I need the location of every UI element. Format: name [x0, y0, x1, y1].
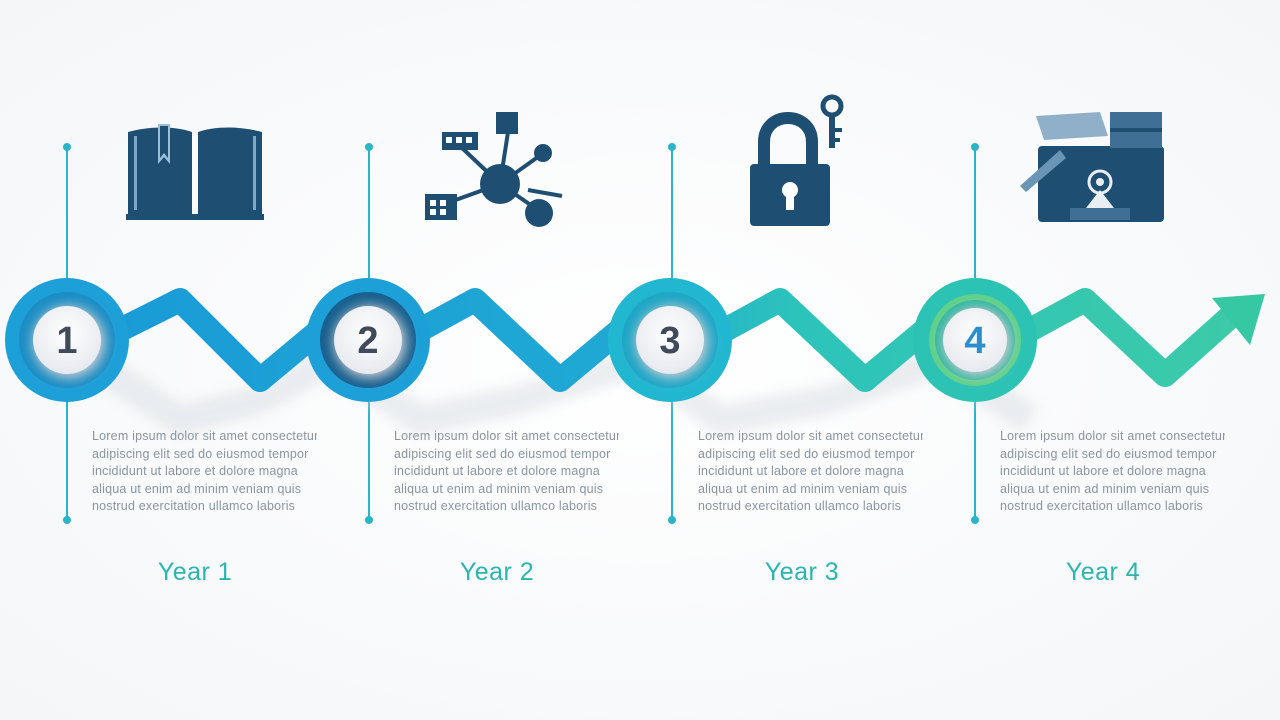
year-label-2: Year 2: [459, 558, 535, 586]
milestone-node-4: 4: [913, 278, 1037, 402]
milestone-node-3: 3: [608, 278, 732, 402]
milestone-description-4: Lorem ipsum dolor sit amet consectetur a…: [1000, 428, 1225, 516]
description-line: Lorem ipsum dolor sit amet consectetur: [698, 429, 923, 443]
description-line: aliqua ut enim ad minim veniam quis: [394, 481, 604, 496]
year-label-4: Year 4: [1065, 558, 1141, 586]
description-line: aliqua ut enim ad minim veniam quis: [92, 481, 302, 496]
description-line: Lorem ipsum dolor sit amet consectetur: [1000, 429, 1225, 443]
description-line: nostrud exercitation ullamco laboris: [92, 499, 296, 513]
network-nodes-icon: [425, 112, 563, 227]
description-line: incididunt ut labore et dolore magna: [698, 464, 904, 478]
description-line: Lorem ipsum dolor sit amet consectetur: [394, 429, 619, 443]
description-line: adipiscing elit sed do eiusmod tempor: [92, 446, 309, 461]
milestone-number: 3: [659, 320, 680, 362]
description-line: incididunt ut labore et dolore magna: [1000, 464, 1206, 478]
milestone-number: 4: [964, 320, 985, 362]
description-line: adipiscing elit sed do eiusmod tempor: [698, 446, 915, 461]
description-line: incididunt ut labore et dolore magna: [92, 464, 298, 478]
description-line: adipiscing elit sed do eiusmod tempor: [1000, 446, 1217, 461]
description-line: adipiscing elit sed do eiusmod tempor: [394, 446, 611, 461]
year-label-1: Year 1: [157, 558, 233, 586]
milestone-number: 2: [357, 320, 378, 362]
milestone-node-2: 2: [306, 278, 430, 402]
description-line: nostrud exercitation ullamco laboris: [698, 499, 902, 513]
open-book-icon: [126, 124, 264, 220]
year-label-3: Year 3: [764, 558, 840, 586]
description-line: aliqua ut enim ad minim veniam quis: [1000, 481, 1210, 496]
milestone-description-1: Lorem ipsum dolor sit amet consectetur a…: [92, 428, 317, 516]
description-line: nostrud exercitation ullamco laboris: [1000, 499, 1204, 513]
arrow-head-icon: [1212, 294, 1265, 345]
milestone-node-1: 1: [5, 278, 129, 402]
graduation-safe-icon: [1020, 112, 1164, 222]
milestone-description-2: Lorem ipsum dolor sit amet consectetur a…: [394, 428, 619, 516]
milestone-number: 1: [56, 320, 77, 362]
zigzag-wave: [108, 288, 1252, 392]
padlock-key-icon: [750, 94, 844, 226]
description-line: aliqua ut enim ad minim veniam quis: [698, 481, 908, 496]
description-line: incididunt ut labore et dolore magna: [394, 464, 600, 478]
description-line: Lorem ipsum dolor sit amet consectetur: [92, 429, 317, 443]
milestone-description-3: Lorem ipsum dolor sit amet consectetur a…: [698, 428, 923, 516]
description-line: nostrud exercitation ullamco laboris: [394, 499, 598, 513]
